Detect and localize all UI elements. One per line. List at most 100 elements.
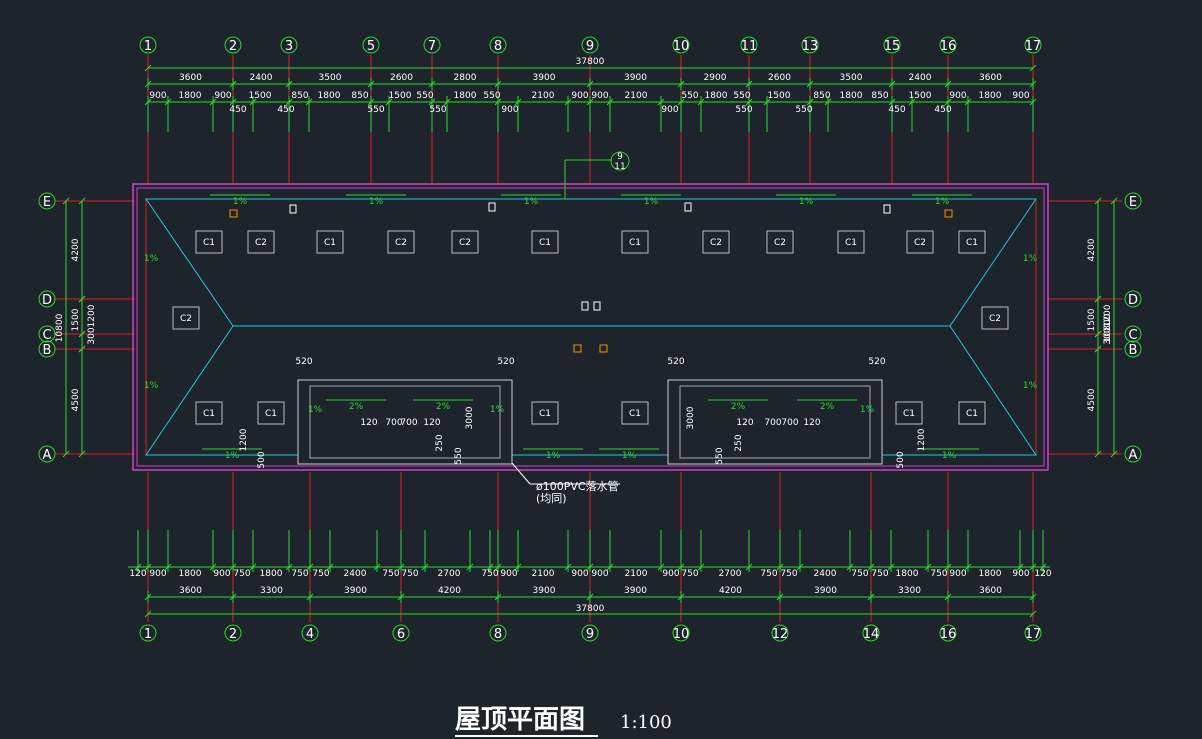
opening-label: C1 — [629, 238, 641, 248]
drain-outlet — [573, 344, 582, 353]
opening-box — [387, 230, 415, 254]
dim-tick — [78, 197, 86, 205]
slope-label: 1% — [860, 405, 875, 415]
axis-bubble — [280, 36, 298, 54]
dim-label: 1500 — [909, 91, 932, 101]
slope-label: 1% — [1023, 381, 1038, 391]
slope-label: 1% — [490, 405, 505, 415]
axis-bubble — [1124, 445, 1142, 463]
dim-tick — [1094, 345, 1102, 353]
dim-label: 3900 — [344, 586, 367, 596]
dim-label: 3600 — [979, 586, 1002, 596]
dim-label: 750 — [312, 569, 329, 579]
dim-label: 2600 — [768, 73, 791, 83]
dim-label: 550 — [735, 105, 752, 115]
axis-bubble — [1124, 340, 1142, 358]
axis-label: D — [1128, 293, 1138, 308]
axis-bubble — [1024, 624, 1042, 642]
opening-box — [195, 230, 223, 254]
dim-label: 1800 — [979, 91, 1002, 101]
local-dim-label: 120 — [803, 418, 820, 428]
dim-label: 750 — [851, 569, 868, 579]
dim-label: 850 — [871, 91, 888, 101]
slope-label: 2% — [349, 402, 364, 412]
dim-label: 900 — [571, 569, 588, 579]
dim-label: 750 — [382, 569, 399, 579]
axis-label: E — [43, 195, 51, 210]
slope-label: 1% — [935, 197, 950, 207]
axis-bubble — [423, 36, 441, 54]
dim-label: 1800 — [705, 91, 728, 101]
axis-label: A — [1129, 448, 1138, 463]
dim-label: 3900 — [624, 586, 647, 596]
local-dim-label: 520 — [497, 357, 514, 367]
axis-label: 9 — [586, 39, 594, 54]
dim-label: 3300 — [898, 586, 921, 596]
drain-note-sub: (均同) — [536, 492, 567, 505]
axis-label: 7 — [428, 39, 436, 54]
dim-label: 2400 — [250, 73, 273, 83]
axis-bubble — [883, 36, 901, 54]
dim-label: 3900 — [533, 73, 556, 83]
slope-label: 2% — [436, 402, 451, 412]
axis-bubble — [1124, 290, 1142, 308]
local-dim-label: 520 — [295, 357, 312, 367]
dim-label: 900 — [591, 91, 608, 101]
dim-label: 450 — [277, 105, 294, 115]
dim-label: 4200 — [1087, 238, 1097, 261]
dim-label: 900 — [1012, 569, 1029, 579]
local-dim-label: 500 — [257, 451, 267, 468]
dim-tick — [1110, 450, 1118, 458]
dim-tick — [78, 295, 86, 303]
axis-bubble — [672, 624, 690, 642]
opening-box — [172, 306, 200, 330]
vent — [883, 204, 891, 214]
local-dim-label: 3000 — [686, 406, 696, 429]
dim-label: 1800 — [179, 569, 202, 579]
local-dim-label: 120 — [360, 418, 377, 428]
dim-label: 1500 — [768, 91, 791, 101]
axis-label: 5 — [367, 39, 375, 54]
axis-label: 2 — [229, 627, 237, 642]
slope-label: 1% — [1023, 254, 1038, 264]
dim-label: 4500 — [1087, 388, 1097, 411]
dim-label: 550 — [416, 91, 433, 101]
dim-label: 750 — [291, 569, 308, 579]
dim-label: 1800 — [840, 91, 863, 101]
opening-box — [766, 230, 794, 254]
axis-bubble — [1024, 36, 1042, 54]
opening-label: C2 — [180, 314, 192, 324]
roof-edge-inner — [136, 187, 1045, 467]
dim-tick — [1094, 330, 1102, 338]
vent — [581, 301, 589, 311]
axis-label: 10 — [673, 627, 690, 642]
dim-label: 850 — [351, 91, 368, 101]
dim-label: 750 — [780, 569, 797, 579]
axis-bubble — [139, 36, 157, 54]
axis-label: 3 — [285, 39, 293, 54]
axis-bubble — [38, 325, 56, 343]
dim-tick — [1110, 197, 1118, 205]
axis-bubble — [1124, 192, 1142, 210]
dim-label: 120 — [129, 569, 146, 579]
dim-label: 900 — [591, 569, 608, 579]
drawing-scale: 1:100 — [620, 712, 672, 733]
dim-label: 2600 — [390, 73, 413, 83]
dim-label: 10800 — [1103, 313, 1113, 342]
axis-label: 12 — [772, 627, 789, 642]
dim-label: 120 — [1034, 569, 1051, 579]
axis-label: 9 — [586, 627, 594, 642]
opening-box — [316, 230, 344, 254]
axis-label: 15 — [884, 39, 901, 54]
dim-tick — [1094, 197, 1102, 205]
dim-tick — [1029, 64, 1037, 72]
dim-label: 750 — [481, 569, 498, 579]
dim-label: 4200 — [438, 586, 461, 596]
hip-ridge-bottom — [145, 325, 1037, 456]
dim-tick — [62, 197, 70, 205]
slope-label: 2% — [731, 402, 746, 412]
axis-label: B — [1129, 343, 1138, 358]
drawing-title: 屋顶平面图 — [455, 705, 585, 735]
callout-bubble — [610, 151, 630, 171]
axis-bubble — [581, 36, 599, 54]
